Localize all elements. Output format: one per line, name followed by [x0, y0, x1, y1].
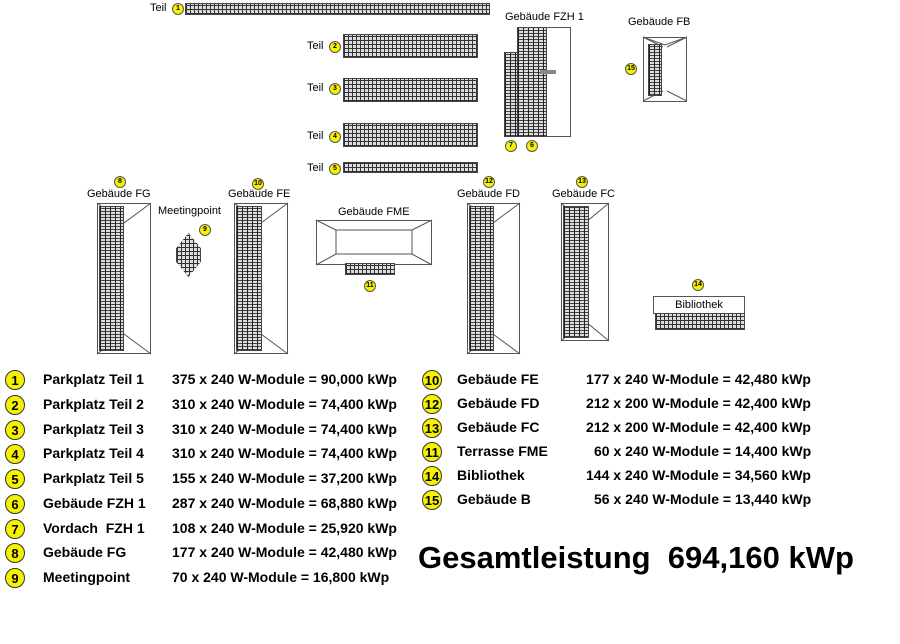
- legend-value: 155 x 240 W-Module = 37,200 kWp: [172, 470, 397, 486]
- legend-name: Terrasse FME: [457, 443, 548, 459]
- badge-6: 6: [526, 140, 538, 152]
- badge-13: 13: [576, 176, 588, 188]
- fme-terrasse-array: [345, 263, 395, 275]
- fb-array: [648, 44, 662, 96]
- badge-1: 1: [172, 3, 184, 15]
- teil-label: Teil: [307, 130, 324, 142]
- legend-value: 212 x 200 W-Module = 42,400 kWp: [586, 419, 811, 435]
- legend-value: 310 x 240 W-Module = 74,400 kWp: [172, 445, 397, 461]
- legend-value: 108 x 240 W-Module = 25,920 kWp: [172, 520, 397, 536]
- teil-label: Teil: [307, 82, 324, 94]
- legend-badge: 7: [5, 519, 25, 539]
- legend-value: 212 x 200 W-Module = 42,400 kWp: [586, 395, 811, 411]
- legend-badge: 15: [422, 490, 442, 510]
- legend-name: Gebäude FD: [457, 395, 540, 411]
- fzh1-label: Gebäude FZH 1: [505, 11, 584, 23]
- legend-name: Parkplatz Teil 2: [43, 396, 144, 412]
- legend-value: 310 x 240 W-Module = 74,400 kWp: [172, 396, 397, 412]
- legend-name: Meetingpoint: [43, 569, 131, 585]
- parkplatz-teil-3-array: [343, 78, 478, 102]
- legend-value: 144 x 240 W-Module = 34,560 kWp: [586, 467, 811, 483]
- fzh1-beam: [540, 70, 556, 74]
- fc-array: [563, 206, 589, 338]
- badge-7: 7: [505, 140, 517, 152]
- legend-badge: 5: [5, 469, 25, 489]
- badge-9: 9: [199, 224, 211, 236]
- fd-label: Gebäude FD: [457, 188, 520, 200]
- legend-badge: 10: [422, 370, 442, 390]
- legend-name: Gebäude FC: [457, 419, 540, 435]
- legend-badge: 8: [5, 543, 25, 563]
- bibliothek-building: Bibliothek: [653, 296, 745, 314]
- legend-name: Parkplatz Teil 5: [43, 470, 144, 486]
- meetingpoint-label: Meetingpoint: [158, 205, 221, 217]
- teil-label: Teil: [307, 40, 324, 52]
- legend-value: 56 x 240 W-Module = 13,440 kWp: [594, 491, 812, 507]
- badge-3: 3: [329, 83, 341, 95]
- legend-name: Gebäude B: [457, 491, 531, 507]
- badge-8: 8: [114, 176, 126, 188]
- teil-label: Teil: [150, 2, 167, 14]
- fe-array: [236, 206, 262, 351]
- legend-name: Gebäude FE: [457, 371, 539, 387]
- legend-name: Vordach FZH 1: [43, 520, 145, 536]
- legend-badge: 4: [5, 444, 25, 464]
- total-output: Gesamtleistung 694,160 kWp: [418, 540, 854, 575]
- legend-badge: 13: [422, 418, 442, 438]
- fd-array: [469, 206, 494, 351]
- legend-badge: 11: [422, 442, 442, 462]
- legend-name: Bibliothek: [457, 467, 525, 483]
- legend-badge: 3: [5, 420, 25, 440]
- legend-name: Parkplatz Teil 1: [43, 371, 144, 387]
- fc-label: Gebäude FC: [552, 188, 615, 200]
- legend-badge: 6: [5, 494, 25, 514]
- fme-label: Gebäude FME: [338, 206, 410, 218]
- legend-value: 375 x 240 W-Module = 90,000 kWp: [172, 371, 397, 387]
- legend-name: Gebäude FG: [43, 544, 127, 560]
- legend-badge: 1: [5, 370, 25, 390]
- badge-5: 5: [329, 163, 341, 175]
- parkplatz-teil-5-array: [343, 162, 478, 173]
- fzh1-array: [517, 27, 547, 137]
- legend-value: 60 x 240 W-Module = 14,400 kWp: [594, 443, 812, 459]
- legend-value: 70 x 240 W-Module = 16,800 kWp: [172, 569, 390, 585]
- legend-value: 177 x 240 W-Module = 42,480 kWp: [586, 371, 811, 387]
- legend-badge: 9: [5, 568, 25, 588]
- teil-label: Teil: [307, 162, 324, 174]
- legend-value: 177 x 240 W-Module = 42,480 kWp: [172, 544, 397, 560]
- legend-name: Parkplatz Teil 3: [43, 421, 144, 437]
- badge-15: 15: [625, 63, 637, 75]
- meetingpoint-array: [176, 233, 201, 277]
- parkplatz-teil-2-array: [343, 34, 478, 58]
- badge-12: 12: [483, 176, 495, 188]
- legend-badge: 12: [422, 394, 442, 414]
- parkplatz-teil-1-array: [185, 3, 490, 15]
- fe-label: Gebäude FE: [228, 188, 291, 200]
- badge-4: 4: [329, 131, 341, 143]
- legend-badge: 2: [5, 395, 25, 415]
- fme-building-outline: [315, 219, 433, 266]
- fg-label: Gebäude FG: [87, 188, 151, 200]
- badge-2: 2: [329, 41, 341, 53]
- badge-14: 14: [692, 279, 704, 291]
- legend-value: 310 x 240 W-Module = 74,400 kWp: [172, 421, 397, 437]
- legend-name: Gebäude FZH 1: [43, 495, 146, 511]
- legend-name: Parkplatz Teil 4: [43, 445, 144, 461]
- badge-11: 11: [364, 280, 376, 292]
- legend-badge: 14: [422, 466, 442, 486]
- vordach-fzh1-array: [504, 52, 518, 137]
- badge-10: 10: [252, 178, 264, 190]
- legend-value: 287 x 240 W-Module = 68,880 kWp: [172, 495, 397, 511]
- bibliothek-array: [655, 313, 745, 330]
- fb-label: Gebäude FB: [628, 16, 691, 28]
- parkplatz-teil-4-array: [343, 123, 478, 147]
- fg-array: [99, 206, 124, 351]
